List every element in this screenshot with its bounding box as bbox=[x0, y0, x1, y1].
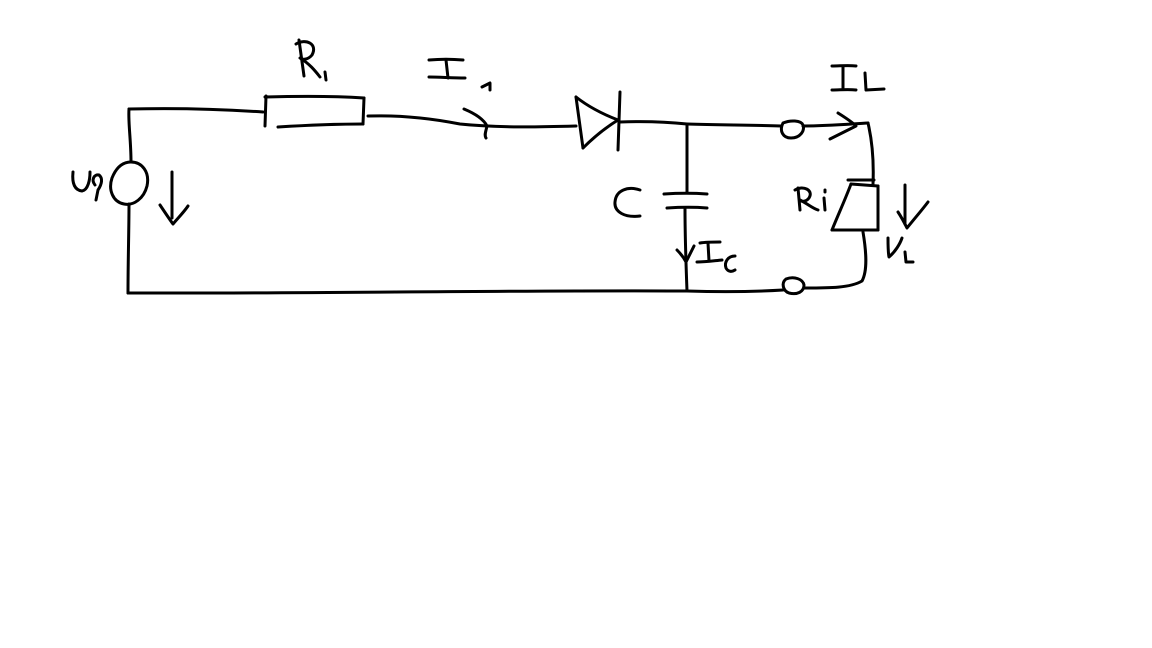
wire-junction-to-terminal-top bbox=[685, 122, 783, 128]
wire-diode-to-junction bbox=[618, 120, 689, 126]
label-capacitor: C bbox=[613, 187, 642, 218]
arrow-current-load bbox=[828, 111, 858, 141]
label-subscripts: i 1 L C i i L bbox=[0, 0, 1, 1]
wire-left-lower bbox=[126, 202, 131, 295]
capacitor bbox=[662, 191, 709, 210]
arrow-source-voltage bbox=[158, 170, 190, 226]
resistor-top bbox=[263, 94, 366, 129]
wires bbox=[126, 107, 875, 295]
arrow-current-cap bbox=[675, 244, 696, 264]
wire-terminal-bottom-to-junction bbox=[685, 288, 785, 294]
sub-voltage-load: L bbox=[0, 0, 1, 1]
wire-top-to-resistor bbox=[127, 107, 265, 114]
label-voltage-source: V bbox=[71, 170, 103, 202]
terminal-top bbox=[779, 119, 805, 140]
wire-terminal-top-to-corner bbox=[801, 121, 870, 128]
label-current-cap: I bbox=[695, 240, 737, 273]
diode bbox=[574, 90, 622, 152]
wire-cap-bottom bbox=[683, 207, 689, 293]
label-resistor-load: R bbox=[793, 186, 827, 212]
wire-right-to-load bbox=[866, 121, 875, 186]
wire-resistor-to-diode bbox=[366, 114, 578, 129]
label-voltage-load: V bbox=[886, 236, 915, 264]
voltage-source bbox=[109, 160, 150, 206]
label-current-main: I bbox=[427, 57, 492, 92]
resistor-load bbox=[830, 178, 880, 232]
wire-load-to-bottom bbox=[803, 230, 868, 290]
wire-left-upper bbox=[127, 107, 133, 164]
label-resistor-top: R bbox=[294, 38, 328, 82]
terminal-bottom bbox=[781, 276, 806, 296]
wire-bottom bbox=[126, 289, 689, 295]
arrow-load-voltage bbox=[896, 183, 930, 230]
arrow-current-main bbox=[462, 107, 489, 140]
label-current-load: I bbox=[830, 64, 886, 92]
